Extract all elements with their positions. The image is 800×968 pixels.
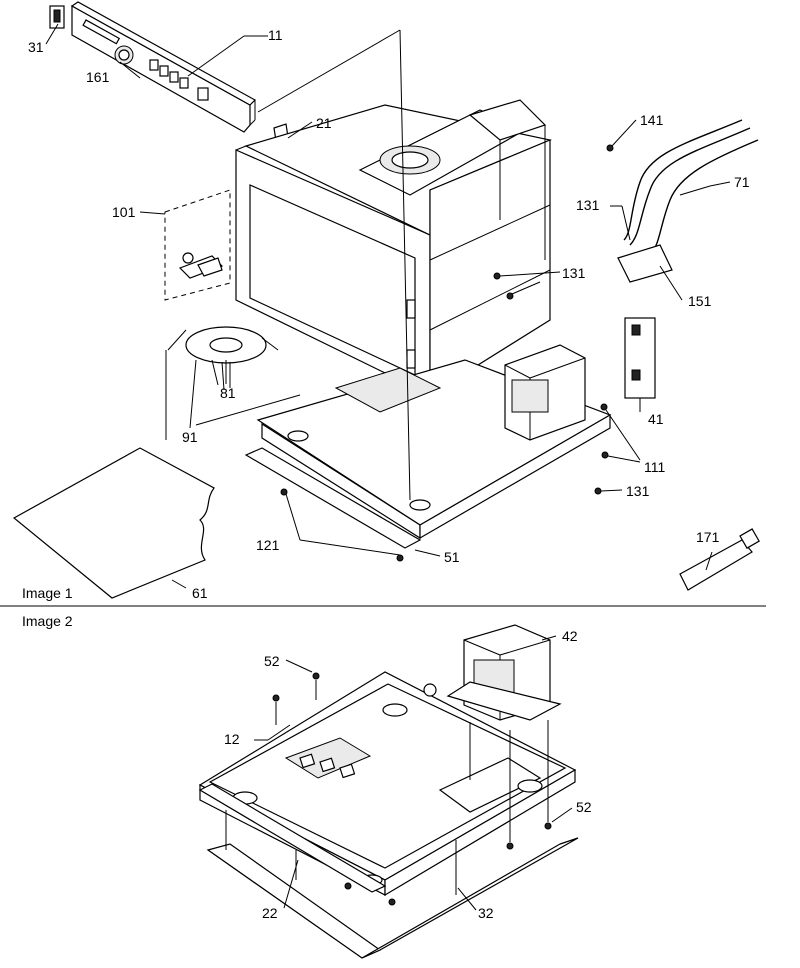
callout-61: 61 [192,585,208,601]
callout-42: 42 [562,628,578,644]
callout-131-a: 131 [576,197,600,213]
leader-lines-image-1 [45,23,731,589]
bracket-part-31 [49,5,65,29]
switch-bracket-part-151 [617,244,673,283]
callout-171: 171 [696,529,720,545]
cabinet-part [235,99,553,397]
panel-label-image-2: Image 2 [22,613,73,629]
callout-32: 32 [478,905,494,921]
assembly-part-101 [164,189,231,301]
base-sheet-part-61 [12,447,215,599]
callout-31: 31 [28,39,44,55]
callout-52-b: 52 [576,799,592,815]
interlock-part-41 [624,317,656,399]
control-panel-part [70,1,256,133]
rail-part-51 [244,447,422,549]
callout-71: 71 [734,174,750,190]
callout-161: 161 [86,69,110,85]
callout-121: 121 [256,537,280,553]
transformer-part-42 [446,624,562,721]
callout-91: 91 [182,429,198,445]
callout-22: 22 [262,905,278,921]
wire-harness-part [623,119,759,256]
callout-12: 12 [224,731,240,747]
image-1-panel: 31 11 161 21 141 101 71 131 131 151 41 9… [12,1,760,601]
callout-131-b: 131 [562,265,586,281]
callout-51: 51 [444,549,460,565]
screws-image-2 [272,672,552,906]
rail-part-22 [198,783,387,893]
callout-151: 151 [688,293,712,309]
callout-21: 21 [316,115,332,131]
leader-lines-image-2 [225,635,573,911]
panel-label-image-1: Image 1 [22,585,73,601]
grease-tube-part-171 [679,528,760,591]
callout-81: 81 [220,385,236,401]
callout-101: 101 [112,204,136,220]
callout-111: 111 [644,459,665,475]
callout-52-a: 52 [264,653,280,669]
callout-11: 11 [268,27,283,43]
base-tray-part [256,344,612,540]
image-2-panel: Image 2 [22,613,592,959]
callout-141: 141 [640,112,664,128]
callout-41: 41 [648,411,664,427]
callout-131-c: 131 [626,483,650,499]
turntable-drive-part [167,326,279,391]
